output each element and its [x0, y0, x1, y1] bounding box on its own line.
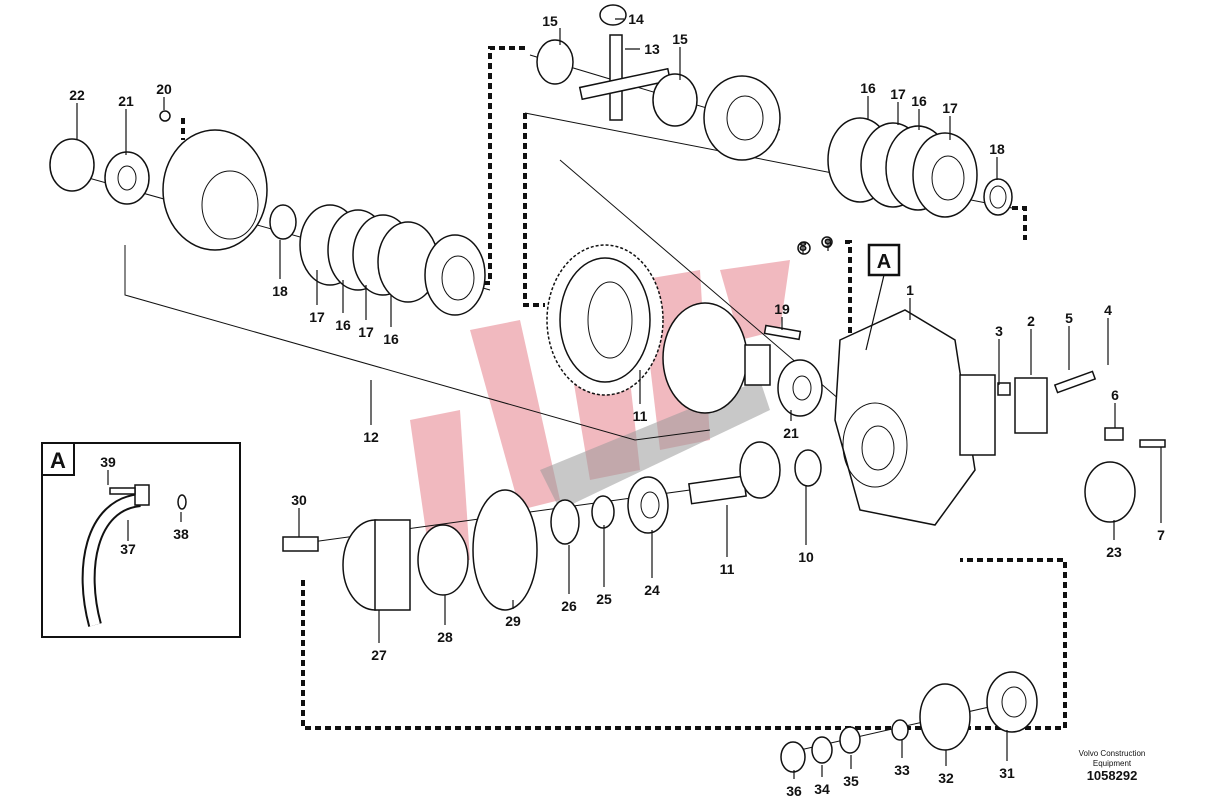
axis-line	[799, 699, 1021, 751]
part-label: 36	[786, 783, 802, 799]
part-label: 24	[644, 582, 660, 598]
part-label: 17	[890, 86, 906, 102]
part-label: 16	[860, 80, 876, 96]
crown-wheel-and-housing	[546, 236, 833, 417]
part-label: 25	[596, 591, 612, 607]
detail-leader	[865, 274, 885, 351]
document-number: 1058292	[1086, 768, 1138, 783]
part-label: 31	[999, 765, 1015, 781]
part-label: 15	[672, 31, 688, 47]
dashed-connector	[301, 558, 1067, 730]
leader-lines	[76, 18, 1162, 779]
axis-line	[559, 159, 841, 401]
part-label: 7	[1157, 527, 1165, 543]
part-label: 27	[371, 647, 387, 663]
part-label: 16	[383, 331, 399, 347]
part-label: 32	[938, 770, 954, 786]
bottom-right-parts	[780, 671, 1038, 773]
part-label: 33	[894, 762, 910, 778]
part-label: 30	[291, 492, 307, 508]
part-label: 23	[1106, 544, 1122, 560]
part-label: 19	[774, 301, 790, 317]
part-label: 21	[783, 425, 799, 441]
part-label: 9	[824, 235, 832, 251]
inset-detail-a: A	[41, 442, 241, 638]
part-label: 35	[843, 773, 859, 789]
pinion-assembly	[282, 441, 822, 611]
part-label: 16	[335, 317, 351, 333]
inset-label: A	[50, 448, 66, 473]
part-label: 2	[1027, 313, 1035, 329]
part-label: 18	[272, 283, 288, 299]
part-label: 39	[100, 454, 116, 470]
part-label: 11	[720, 561, 735, 577]
part-label: 14	[628, 11, 644, 27]
part-label: 6	[1111, 387, 1119, 403]
part-label: 4	[1104, 302, 1112, 318]
part-label: 13	[644, 41, 660, 57]
part-label: 17	[309, 309, 325, 325]
part-label: 29	[505, 613, 521, 629]
part-label: 28	[437, 629, 453, 645]
part-label: 11	[633, 408, 648, 424]
part-label: 34	[814, 781, 830, 797]
dashed-connector	[845, 240, 852, 358]
dashed-connector	[1012, 206, 1027, 240]
hub-assembly-left	[49, 110, 486, 316]
part-label: 8	[799, 238, 807, 254]
detail-marker-label: A	[877, 251, 891, 273]
part-label: 12	[363, 429, 379, 445]
part-label: 18	[989, 141, 1005, 157]
part-label: 17	[942, 100, 958, 116]
clutch-discs-right	[827, 117, 1013, 218]
axle-housing	[834, 309, 1166, 526]
part-label: 22	[69, 87, 85, 103]
part-label: 3	[995, 323, 1003, 339]
part-label: 15	[542, 13, 558, 29]
part-label: 20	[156, 81, 172, 97]
part-label: 21	[118, 93, 134, 109]
part-label: 1	[906, 282, 914, 298]
part-label: 26	[561, 598, 577, 614]
dashed-connector	[523, 113, 545, 307]
part-label: 38	[173, 526, 189, 542]
publisher-credit: Volvo Construction Equipment	[1078, 749, 1146, 768]
reference-line	[124, 245, 711, 441]
part-label: 37	[120, 541, 136, 557]
dashed-connector	[478, 46, 525, 285]
part-label: 10	[798, 549, 814, 565]
part-labels: 15 14 13 15 16 17 16 17 18 22 21 20 18 1…	[69, 11, 1165, 799]
part-label: 16	[911, 93, 927, 109]
differential-pinions	[536, 4, 781, 161]
part-label: 17	[358, 324, 374, 340]
part-label: 5	[1065, 310, 1073, 326]
